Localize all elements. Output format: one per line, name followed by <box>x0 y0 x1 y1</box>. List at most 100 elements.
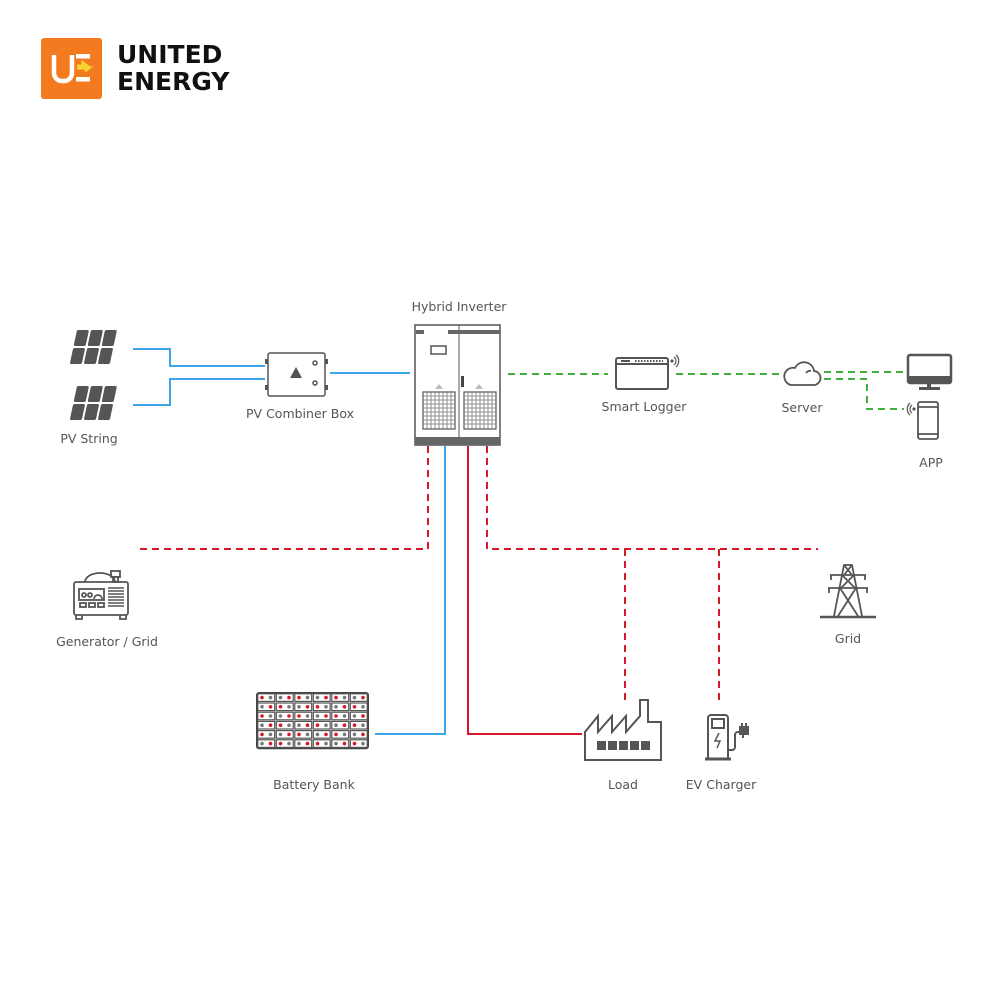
battery-terminal <box>287 732 291 737</box>
battery-cell <box>257 739 276 748</box>
transmission-tower-icon <box>820 564 876 619</box>
battery-terminal <box>352 732 357 737</box>
battery-terminal <box>361 714 365 718</box>
battery-cell <box>312 693 331 702</box>
battery-cell <box>331 711 350 721</box>
battery-terminal <box>324 695 328 700</box>
monitor-icon <box>906 353 953 390</box>
inverter-vent-left <box>422 391 456 430</box>
dc-lines <box>133 348 446 735</box>
battery-cell <box>294 720 313 730</box>
battery-cell <box>257 693 276 702</box>
smart-logger-label: Smart Logger <box>601 399 687 414</box>
battery-terminal <box>297 732 301 737</box>
battery-cell <box>257 711 276 721</box>
battery-cell <box>312 729 331 739</box>
hybrid-inverter-label: Hybrid Inverter <box>411 299 507 314</box>
battery-cell <box>294 729 313 739</box>
solar-panel-icon <box>70 330 117 364</box>
server-label: Server <box>781 400 823 415</box>
ac-dashed-lines <box>135 446 818 700</box>
battery-cell <box>275 739 294 748</box>
logo-mark <box>41 38 102 99</box>
brand-name-line1: UNITED <box>117 40 223 69</box>
cloud-icon <box>783 361 822 386</box>
battery-cell <box>275 711 294 721</box>
battery-terminal <box>361 741 365 746</box>
app-label: APP <box>919 455 943 470</box>
battery-terminal <box>361 723 365 727</box>
battery-cell <box>349 720 368 730</box>
battery-terminal <box>315 723 320 727</box>
battery-cell <box>331 720 350 730</box>
brand-name-line2: ENERGY <box>117 67 230 96</box>
ac-solid-lines <box>467 446 582 735</box>
battery-cell <box>349 711 368 721</box>
battery-cell <box>275 729 294 739</box>
battery-cell <box>349 739 368 748</box>
battery-cell <box>275 702 294 712</box>
factory-icon <box>584 699 662 761</box>
battery-terminal <box>297 741 301 746</box>
battery-bank-icon <box>256 692 369 750</box>
brand-name: UNITED ENERGY <box>117 41 229 95</box>
battery-cell <box>349 693 368 702</box>
battery-cell <box>312 739 331 748</box>
pv-string-label: PV String <box>60 431 118 446</box>
battery-terminal <box>260 723 264 727</box>
battery-terminal <box>352 741 357 746</box>
battery-terminal <box>260 695 264 700</box>
pv-combiner-box-label: PV Combiner Box <box>246 406 354 421</box>
ev-charger-icon <box>705 714 749 761</box>
battery-terminal <box>268 741 273 746</box>
battery-terminal <box>278 723 283 727</box>
battery-terminal <box>260 741 264 746</box>
battery-terminal <box>334 723 338 727</box>
battery-cell <box>294 711 313 721</box>
battery-terminal <box>305 714 310 718</box>
generator-line <box>135 446 429 550</box>
battery-terminal <box>324 705 328 709</box>
battery-cell <box>331 693 350 702</box>
inverter-to-load-line <box>467 446 582 735</box>
battery-terminal <box>260 714 264 718</box>
battery-terminal <box>361 695 365 700</box>
battery-terminal <box>334 705 338 709</box>
battery-terminal <box>268 714 273 718</box>
battery-terminal <box>268 705 273 709</box>
battery-terminal <box>324 741 328 746</box>
battery-terminal <box>342 695 347 700</box>
battery-terminal <box>278 732 283 737</box>
load-label: Load <box>608 777 638 792</box>
battery-bank-label: Battery Bank <box>273 777 355 792</box>
battery-terminal <box>342 723 347 727</box>
factory-windows <box>597 741 650 750</box>
battery-cell <box>257 720 276 730</box>
battery-terminal <box>260 732 264 737</box>
solar-panel-icon <box>70 386 117 420</box>
battery-terminal <box>361 732 365 737</box>
battery-terminal <box>278 695 283 700</box>
phone-icon <box>917 401 939 440</box>
battery-terminal <box>361 705 365 709</box>
battery-line <box>375 446 446 735</box>
battery-terminal <box>315 705 320 709</box>
battery-cell <box>257 702 276 712</box>
battery-terminal <box>287 695 291 700</box>
battery-terminal <box>268 695 273 700</box>
battery-cell <box>312 711 331 721</box>
battery-terminal <box>268 732 273 737</box>
battery-terminal <box>297 695 301 700</box>
battery-terminal <box>315 695 320 700</box>
battery-terminal <box>287 723 291 727</box>
battery-terminal <box>305 732 310 737</box>
battery-terminal <box>287 714 291 718</box>
ue-logo-icon <box>51 54 94 84</box>
battery-terminal <box>334 695 338 700</box>
battery-cell <box>294 739 313 748</box>
wireless-signal-icon <box>670 354 680 368</box>
battery-terminal <box>324 714 328 718</box>
battery-terminal <box>342 732 347 737</box>
inverter-cabinet-icon <box>414 324 501 446</box>
